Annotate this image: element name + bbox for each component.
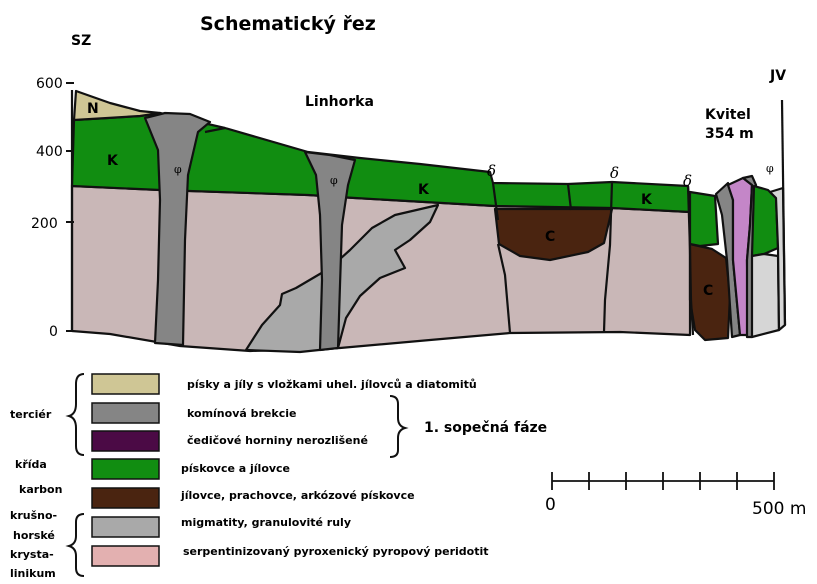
- legend-label-sand-clay: písky a jíly s vložkami uhel. jílovců a …: [187, 378, 477, 391]
- unit-label-c-1: C: [545, 229, 555, 245]
- section-edge-east: [780, 99, 787, 326]
- internal-boundaries: [204, 126, 695, 336]
- legend-group-crystalline-line-1: krušno-: [10, 509, 57, 522]
- unit-label-k-1: K: [107, 153, 119, 169]
- sandstone-block-east: [688, 190, 720, 248]
- brace-tertiary: [65, 373, 85, 456]
- unit-label-k-2: K: [418, 182, 430, 198]
- boundary-line-3: [566, 183, 573, 211]
- phi-symbol-1: φ: [174, 163, 182, 176]
- boundary-line-5: [686, 185, 695, 336]
- diagram-title: Schematický řez: [200, 13, 376, 35]
- delta-symbol-3: δ: [683, 172, 692, 190]
- delta-symbol-1: δ: [487, 162, 496, 180]
- breccia-pipe-2: [303, 150, 357, 352]
- legend-swatch-basalt: [91, 430, 160, 452]
- legend-swatch-sandstone: [91, 458, 160, 480]
- legend-swatch-migmatite: [91, 516, 160, 538]
- pale-block-east: [750, 252, 781, 339]
- scale-bar: 0 500 m: [545, 472, 806, 519]
- legend-swatch-coal-measures: [91, 487, 160, 509]
- elevation-axis: SZ 600 400 200 0: [31, 33, 91, 340]
- legend-swatch-peridotite: [91, 545, 160, 567]
- place-label-kvitel: Kvitel: [705, 107, 751, 123]
- legend-label-sandstone: pískovce a jílovce: [181, 462, 290, 475]
- unit-label-k-3: K: [641, 192, 653, 208]
- boundary-line-6: [204, 126, 226, 134]
- legend-label-coal-measures: jílovce, prachovce, arkózové pískovce: [180, 489, 415, 502]
- delta-symbol-2: δ: [610, 164, 619, 182]
- legend-group-crystalline-line-3: krysta-: [10, 548, 54, 561]
- migmatite-wedge: [244, 203, 440, 354]
- orientation-west-label: SZ: [71, 33, 91, 49]
- elevation-tick-label-600: 600: [36, 76, 63, 92]
- legend: písky a jíly s vložkami uhel. jílovců a …: [10, 373, 547, 580]
- legend-swatch-breccia: [91, 402, 160, 424]
- legend-group-cretaceous: křída: [15, 458, 47, 471]
- legend-group-crystalline-line-2: horské: [13, 529, 55, 542]
- orientation-east-label: JV: [769, 68, 786, 84]
- elevation-tick-label-400: 400: [36, 144, 63, 160]
- scale-bar-end-label: 500 m: [752, 499, 806, 519]
- legend-label-migmatite: migmatity, granulovité ruly: [181, 516, 351, 529]
- brace-crystalline: [65, 513, 85, 577]
- cretaceous-sandstone: [70, 111, 692, 214]
- breccia-pipe-1: [143, 111, 212, 347]
- section-body: [70, 89, 787, 354]
- elevation-tick-label-200: 200: [31, 216, 58, 232]
- boundary-line-2: [496, 243, 512, 334]
- elevation-tick-label-0: 0: [49, 324, 58, 340]
- scale-bar-start-label: 0: [545, 495, 556, 515]
- legend-swatch-sand-clay: [91, 373, 160, 395]
- place-label-kvitel-height: 354 m: [705, 126, 754, 142]
- legend-phase-label: 1. sopečná fáze: [424, 420, 547, 436]
- phi-symbol-2: φ: [330, 174, 338, 187]
- legend-group-tertiary: terciér: [10, 408, 52, 421]
- brace-phase: [389, 395, 409, 458]
- boundary-line-1: [491, 182, 500, 221]
- phi-symbol-3: φ: [766, 162, 774, 175]
- legend-group-carboniferous: karbon: [19, 483, 62, 496]
- legend-label-breccia: komínová brekcie: [187, 407, 296, 420]
- boundary-line-4: [602, 181, 614, 333]
- legend-label-basalt: čedičové horniny nerozlišené: [187, 434, 368, 447]
- neogene-sands: [72, 89, 162, 122]
- legend-label-peridotite: serpentinizovaný pyroxenický pyropový pe…: [183, 545, 489, 558]
- legend-group-crystalline-line-4: linikum: [10, 567, 56, 580]
- unit-label-c-2: C: [703, 283, 713, 299]
- unit-label-n: N: [87, 101, 99, 117]
- place-label-linhorka: Linhorka: [305, 94, 374, 110]
